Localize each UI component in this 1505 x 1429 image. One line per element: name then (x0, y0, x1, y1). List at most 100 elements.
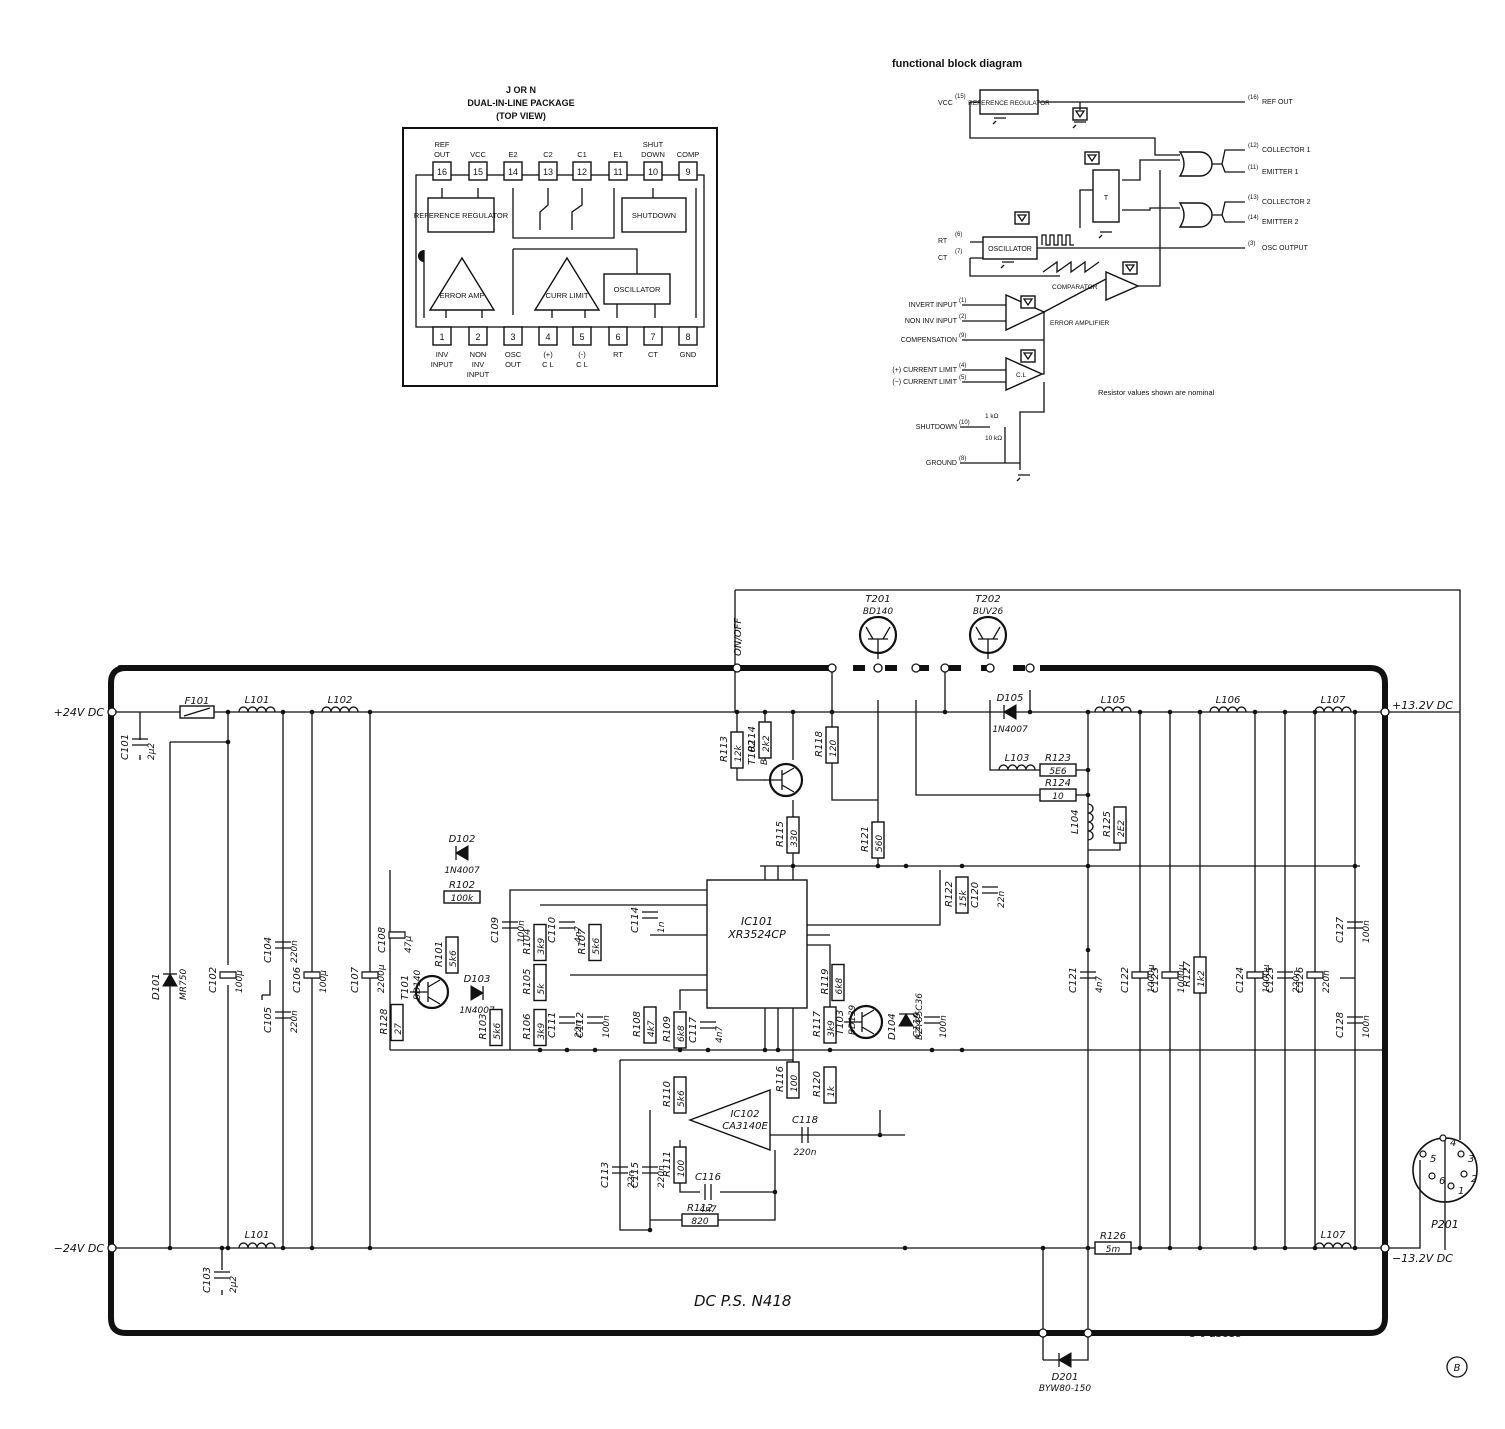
ic101-ref: IC101 (741, 915, 773, 928)
resistor-r104 (533, 923, 547, 962)
capacitor-value: 22n (574, 1021, 584, 1038)
transistor-ref: T102 (747, 740, 758, 765)
capacitor-c104 (275, 941, 291, 949)
capacitor-value: 220n (1292, 970, 1302, 993)
inductor-ref: L106 (1216, 695, 1241, 706)
capacitor-value: 100n (939, 1015, 949, 1038)
fbd-left-pin-num: (7) (955, 249, 962, 255)
fbd-comparator-label: COMPARATOR (1052, 284, 1098, 291)
resistor-ref: R112 (687, 1203, 713, 1214)
resistor-value: 5E6 (1049, 767, 1066, 777)
fbd-left-pin-num: (8) (959, 456, 966, 462)
capacitor-ref: C110 (547, 917, 558, 943)
pin-number-bottom: 6 (615, 332, 620, 342)
junction-dot (902, 1245, 908, 1251)
capacitor-value: 4n7 (699, 1205, 716, 1215)
capacitor-value: 220n (794, 1148, 817, 1158)
pinout-title-1: J OR N (506, 85, 536, 95)
fbd-comparator (1105, 270, 1140, 302)
vref-arrow (1074, 110, 1086, 119)
fbd-left-pin-name: VCC (938, 100, 953, 107)
capacitor-c109 (502, 921, 518, 929)
label-onoff: ON/OFF (733, 618, 744, 656)
fbd-right-pin-name: COLLECTOR 1 (1262, 147, 1311, 154)
inductor-ref: L107 (1321, 695, 1346, 706)
junction-dot (762, 709, 768, 715)
pin-number-bottom: 5 (579, 332, 584, 342)
pin-number-top: 14 (508, 167, 518, 177)
capacitor-body (219, 971, 237, 979)
fbd-nand-gate-1 (1178, 151, 1213, 177)
diode-type: 1N4007 (444, 866, 480, 876)
resistor-value: 2k2 (762, 735, 772, 752)
junction-dot (775, 1047, 781, 1053)
junction-dot (790, 863, 796, 869)
junction-dot (1085, 863, 1091, 869)
capacitor-ref: C128 (1335, 1012, 1346, 1038)
junction-dot (903, 863, 909, 869)
diode-d201 (1058, 1352, 1072, 1368)
resistor-ref: R116 (775, 1066, 786, 1092)
transistor-type: BD139 (848, 1004, 858, 1035)
capacitor-value: 2200μ (377, 964, 387, 993)
capacitor-ref: C123 (1150, 967, 1161, 993)
capacitor-c125 (1277, 971, 1293, 979)
resistor-ref: R123 (1045, 753, 1071, 764)
inductor-ref: L101 (245, 695, 270, 706)
label-out-neg: −13.2V DC (1392, 1252, 1453, 1265)
inductor-l104 (1087, 803, 1094, 841)
pin-label-top: VCC (470, 150, 486, 159)
capacitor-c121 (1080, 971, 1096, 979)
fbd-right-pin-name: EMITTER 2 (1262, 219, 1299, 226)
ground-symbol (261, 980, 271, 1000)
capacitor-value: 22n (997, 891, 1007, 908)
capacitor-value: 2μ2 (229, 1276, 239, 1293)
pinout-oscillator-label: OSCILLATOR (614, 285, 661, 294)
capacitor-c117 (700, 1021, 716, 1029)
ic101-body (706, 879, 808, 1009)
resistor-r122 (955, 876, 969, 914)
page-mark: B (1454, 1363, 1461, 1374)
transistor-ref: T101 (400, 975, 411, 1000)
pinout-ref-regulator-block (427, 197, 495, 233)
resistor-ref: R117 (812, 1010, 823, 1037)
capacitor-ref: C119 (912, 1012, 923, 1038)
junction-dot (705, 1047, 711, 1053)
resistor-ref: R102 (449, 880, 475, 891)
capacitor-c105 (275, 1011, 291, 1019)
transistor-ref: T103 (835, 1010, 846, 1035)
capacitor-body (1161, 971, 1179, 979)
fbd-left-pins: VCC(15)RT(6)CT(7)INVERT INPUT(1)NON INV … (892, 94, 1138, 482)
resistor-value: 5k6 (449, 950, 459, 967)
resistor-value: 27 (394, 1023, 404, 1035)
fbd-left-pin-num: (5) (959, 375, 966, 381)
capacitor-value: 100n (1362, 920, 1372, 943)
pin-label-top: COMP (677, 150, 700, 159)
pin-box-bottom (503, 326, 523, 346)
inductor-ref: L103 (1005, 753, 1030, 764)
resistor-value: 5k6 (493, 1023, 503, 1040)
pinout-title-2: DUAL-IN-LINE PACKAGE (467, 98, 574, 108)
fbd-left-pin-name: NON INV INPUT (905, 318, 958, 325)
capacitor-ref: C106 (292, 967, 303, 993)
diode-ref: D101 (151, 973, 162, 1000)
fbd-ref-regulator-label: REFERENCE REGULATOR (968, 100, 1050, 107)
resistor-r106 (533, 1008, 547, 1047)
pin-label-bottom: OUT (505, 360, 521, 369)
resistor-r126 (1094, 1241, 1132, 1255)
resistor-value: 1k2 (1197, 970, 1207, 987)
capacitor-ref: C108 (377, 927, 388, 953)
inductor-ref: L101 (245, 1230, 270, 1241)
pinout-curr-limit-triangle (533, 256, 601, 311)
pin-label-top: E1 (613, 150, 622, 159)
p201-pin-number: 2 (1471, 1174, 1477, 1185)
capacitor-ref: C118 (792, 1115, 818, 1126)
diode-type: 1N4007 (459, 1006, 495, 1016)
capacitor-value: 100n (602, 1015, 612, 1038)
ic102-body (688, 1088, 771, 1152)
resistor-r119 (831, 963, 845, 1002)
junction-dot (1167, 709, 1173, 715)
resistor-value: 3k9 (537, 938, 547, 955)
pin-box-bottom (608, 326, 628, 346)
